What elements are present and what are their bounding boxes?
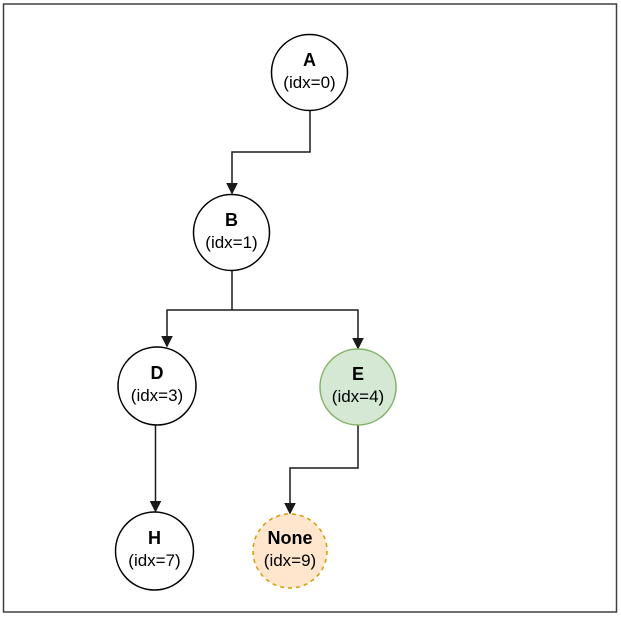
node-h-label: H xyxy=(148,528,161,548)
node-a: A (idx=0) xyxy=(270,33,349,112)
node-e-index: (idx=4) xyxy=(332,387,384,406)
diagram-border xyxy=(2,3,618,613)
node-e: E (idx=4) xyxy=(319,348,397,426)
node-h-circle xyxy=(114,511,195,591)
node-a-label: A xyxy=(303,50,316,70)
node-b: B (idx=1) xyxy=(192,193,271,272)
node-none-label: None xyxy=(268,528,313,548)
node-a-circle xyxy=(270,33,349,112)
node-d-label: D xyxy=(151,363,164,383)
node-b-label: B xyxy=(225,210,238,230)
edge-e-none xyxy=(284,425,359,515)
node-e-circle xyxy=(319,348,397,426)
node-none-circle xyxy=(252,513,328,589)
node-b-index: (idx=1) xyxy=(205,233,257,252)
node-a-index: (idx=0) xyxy=(283,73,335,92)
node-h: H (idx=7) xyxy=(114,511,195,591)
node-d-index: (idx=3) xyxy=(131,386,183,405)
node-e-label: E xyxy=(352,364,364,384)
node-h-index: (idx=7) xyxy=(128,551,180,570)
node-d-circle xyxy=(117,346,197,426)
node-none-index: (idx=9) xyxy=(264,551,316,570)
edge-a-b xyxy=(226,110,311,195)
node-b-circle xyxy=(192,193,271,272)
node-none: None (idx=9) xyxy=(252,513,328,589)
node-d: D (idx=3) xyxy=(117,346,197,426)
